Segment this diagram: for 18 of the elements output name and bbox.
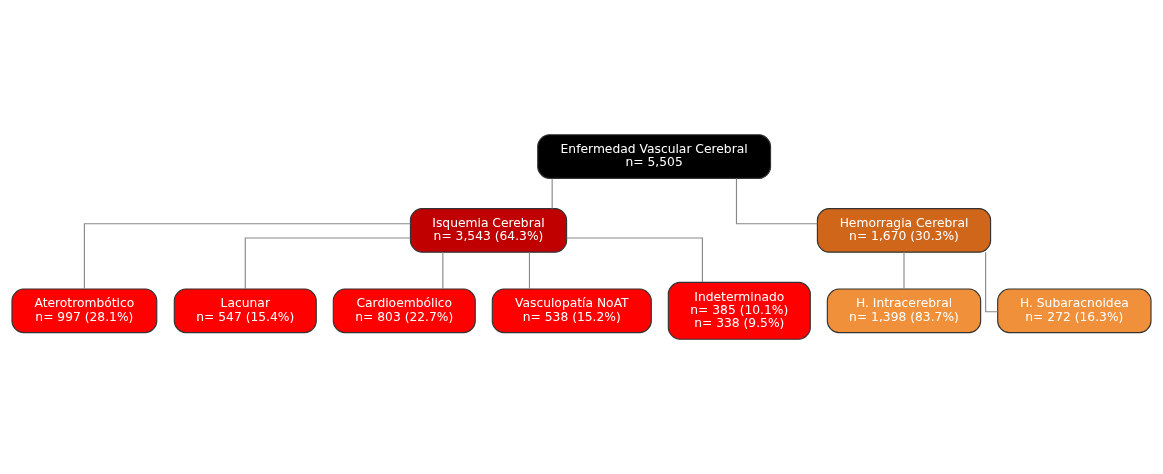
connector: [442, 251, 444, 290]
node-box: Vasculopatía NoAT n= 538 (15.2%): [491, 288, 652, 334]
connector: [566, 237, 703, 283]
node-box: H. Subaracnoidea n= 272 (16.3%): [997, 288, 1152, 334]
node-box: H. Intracerebral n= 1,398 (83.7%): [826, 288, 982, 334]
node-box: Cardioembólico n= 803 (22.7%): [332, 288, 476, 334]
connector: [903, 251, 905, 290]
node-box: Aterotrombótico n= 997 (28.1%): [11, 288, 158, 334]
connector: [244, 237, 411, 290]
connector: [551, 178, 553, 210]
connector: [528, 251, 531, 290]
node-box: Indeterminado n= 385 (10.1%) n= 338 (9.5%): [667, 281, 811, 340]
node-box: Hemorragia Cerebral n= 1,670 (30.3%): [816, 208, 992, 253]
node-box: Enfermedad Vascular Cerebral n= 5,505: [537, 134, 772, 179]
connector: [83, 223, 411, 290]
node-box: Isquemia Cerebral n= 3,543 (64.3%): [409, 208, 568, 253]
node-box: Lacunar n= 547 (15.4%): [173, 288, 317, 334]
connector: [735, 178, 818, 225]
